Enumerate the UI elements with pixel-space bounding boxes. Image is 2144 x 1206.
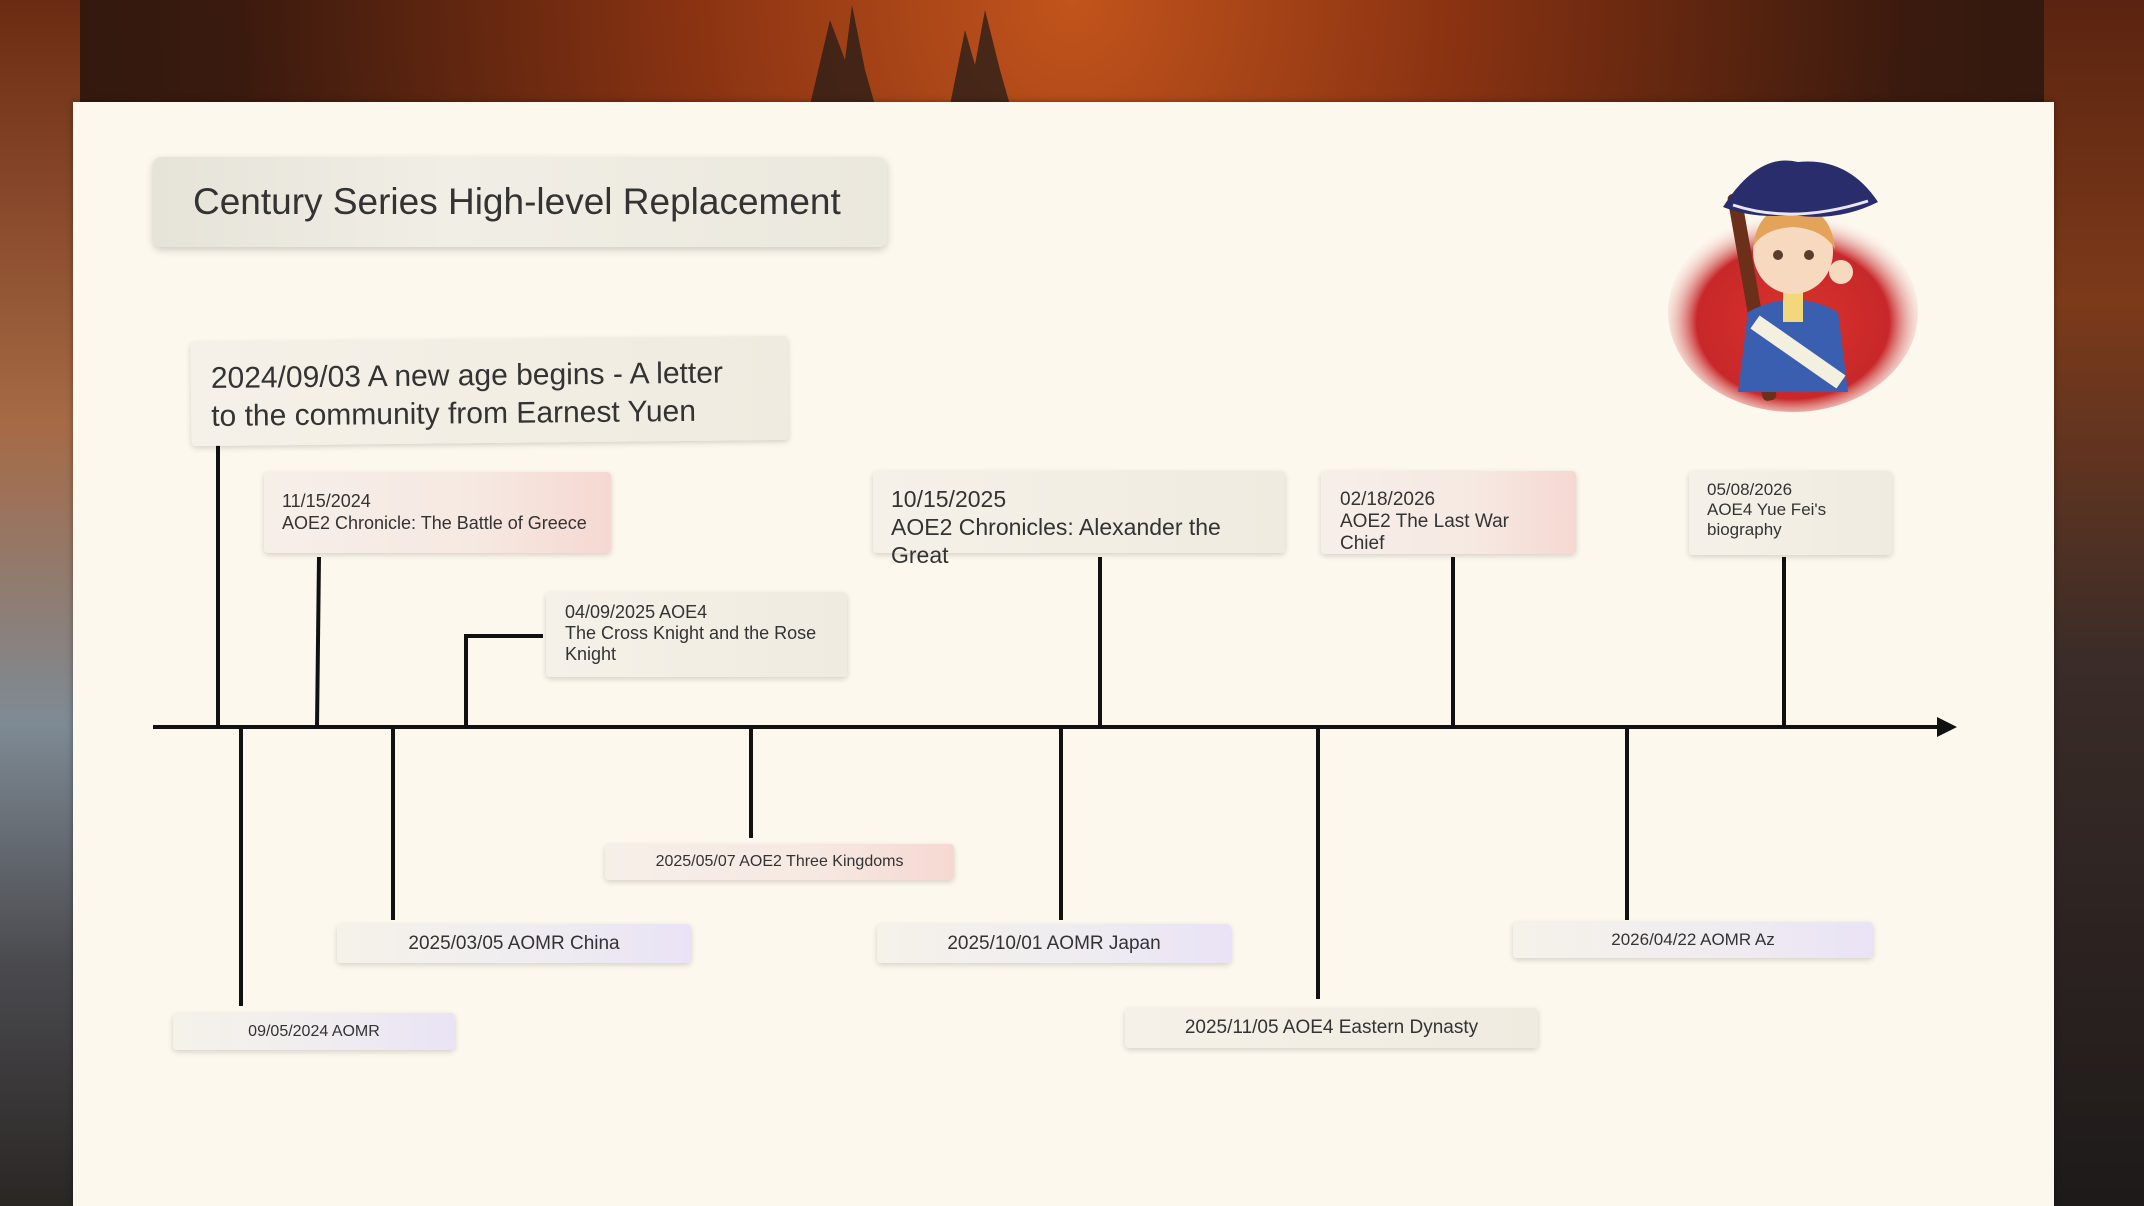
event-label: AOE2 The Last War Chief bbox=[1340, 511, 1509, 554]
event-date: 05/08/2026 bbox=[1707, 480, 1793, 499]
event-card-2026-05-08: 05/08/2026 AOE4 Yue Fei's biography bbox=[1689, 471, 1892, 555]
background-right-edge bbox=[2044, 0, 2144, 1206]
event-label: 2025/10/01 AOMR Japan bbox=[947, 932, 1161, 954]
event-date: 11/15/2024 bbox=[282, 491, 371, 511]
event-label: Knight bbox=[565, 644, 617, 664]
event-label: biography bbox=[1707, 520, 1782, 539]
event-card-2025-04-09: 04/09/2025 AOE4 The Cross Knight and the… bbox=[546, 592, 847, 677]
event-label: 2026/04/22 AOMR Az bbox=[1611, 930, 1775, 949]
event-label: AOE4 Yue Fei's bbox=[1707, 500, 1827, 519]
event-label: The Cross Knight and the Rose bbox=[565, 623, 817, 643]
event-card-2025-05-07: 2025/05/07 AOE2 Three Kingdoms bbox=[605, 844, 954, 880]
event-label: 2024/09/03 A new age begins - A letter bbox=[210, 356, 724, 395]
event-card-2024-09-05: 09/05/2024 AOMR bbox=[173, 1013, 455, 1050]
event-card-2024-09-03: 2024/09/03 A new age begins - A letter t… bbox=[190, 335, 789, 447]
tricorne-soldier-mascot-icon bbox=[1668, 160, 1918, 412]
event-label: 2025/05/07 AOE2 Three Kingdoms bbox=[655, 853, 904, 870]
background-banner-silhouette bbox=[810, 5, 1010, 105]
event-card-2025-10-01: 2025/10/01 AOMR Japan bbox=[877, 924, 1231, 963]
connector-above-2 bbox=[315, 556, 321, 728]
event-card-2025-03-05: 2025/03/05 AOMR China bbox=[337, 924, 691, 963]
event-label: AOE2 Chronicle: The Battle of Greece bbox=[282, 513, 587, 533]
event-label: AOE2 Chronicles: Alexander the Great bbox=[891, 514, 1221, 568]
event-date: 10/15/2025 bbox=[891, 486, 1007, 512]
title-banner: Century Series High-level Replacement bbox=[153, 157, 887, 247]
timeline-lines bbox=[153, 442, 1957, 1006]
timeline-arrowhead bbox=[1937, 717, 1957, 737]
background-left-edge bbox=[0, 0, 80, 1206]
event-card-2026-04-22: 2026/04/22 AOMR Az bbox=[1513, 922, 1873, 958]
connector-above-3 bbox=[464, 634, 543, 727]
timeline-slide: Century Series High-level Replacement 20… bbox=[73, 102, 2054, 1206]
event-label: 2025/11/05 AOE4 Eastern Dynasty bbox=[1184, 1017, 1479, 1038]
event-card-2026-02-18: 02/18/2026 AOE2 The Last War Chief bbox=[1321, 471, 1576, 554]
event-card-2025-11-05: 2025/11/05 AOE4 Eastern Dynasty bbox=[1125, 1008, 1538, 1048]
event-date: 02/18/2026 bbox=[1340, 489, 1436, 510]
page-title: Century Series High-level Replacement bbox=[193, 181, 841, 222]
event-card-2024-11-15: 11/15/2024 AOE2 Chronicle: The Battle of… bbox=[264, 472, 611, 553]
event-label: to the community from Earnest Yuen bbox=[211, 394, 697, 433]
event-label: 04/09/2025 AOE4 bbox=[565, 602, 708, 622]
event-label: 2025/03/05 AOMR China bbox=[408, 932, 620, 954]
event-label: 09/05/2024 AOMR bbox=[248, 1022, 380, 1040]
event-card-2025-10-15: 10/15/2025 AOE2 Chronicles: Alexander th… bbox=[873, 471, 1285, 568]
